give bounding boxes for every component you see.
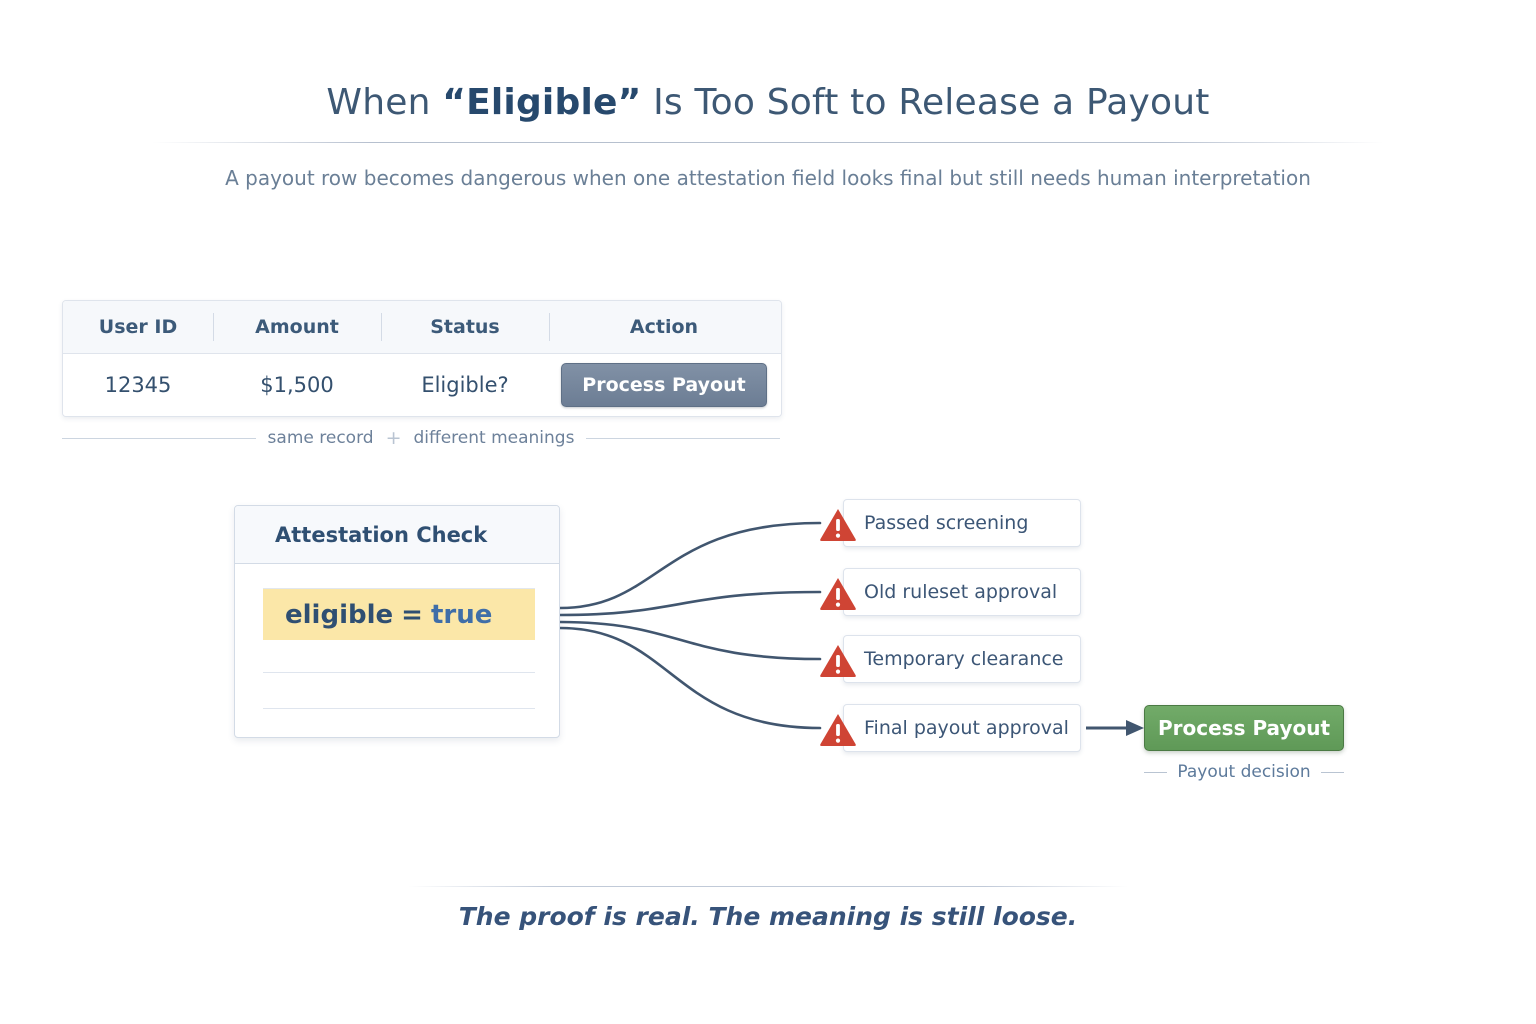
page-subtitle: A payout row becomes dangerous when one … — [225, 166, 1311, 190]
caption-label: Payout decision — [1177, 762, 1311, 782]
cell-action: Process Payout — [549, 363, 779, 407]
caption-line-left — [1144, 771, 1168, 773]
same-record-divider: same record + different meanings — [62, 425, 780, 451]
page-title: When “Eligible” Is Too Soft to Release a… — [0, 82, 1536, 123]
interpretation-chip-temporary-clearance: Temporary clearance — [820, 635, 1081, 683]
divider-line-left — [62, 437, 256, 439]
interpretation-chip-final-payout-approval: Final payout approval — [820, 704, 1081, 752]
page-title-before: When — [326, 82, 443, 123]
divider-line-right — [586, 437, 780, 439]
footer-caption: The proof is real. The meaning is still … — [458, 902, 1078, 931]
warning-triangle-icon — [820, 645, 856, 677]
caption-line-right — [1320, 771, 1345, 773]
attestation-empty-line-2 — [263, 708, 535, 709]
interpretation-chip-label: Temporary clearance — [864, 648, 1064, 670]
attestation-field-key: eligible — [285, 599, 394, 630]
divider-plus-symbol: + — [385, 427, 402, 449]
attestation-field-value: true — [430, 599, 493, 630]
warning-triangle-icon — [820, 509, 856, 541]
page-title-highlight: “Eligible” — [442, 82, 642, 123]
connector-to-interpretation-4 — [558, 626, 822, 730]
table-header-row: User ID Amount Status Action — [63, 301, 781, 354]
attestation-field-highlighted: eligible = true — [263, 588, 535, 640]
connector-to-interpretation-3 — [558, 620, 822, 661]
cell-status: Eligible? — [421, 373, 509, 397]
column-header-action: Action — [549, 301, 779, 353]
interpretation-chip-passed-screening: Passed screening — [820, 499, 1081, 547]
table-row: 12345 $1,500 Eligible? Process Payout — [63, 354, 781, 416]
connector-to-decision — [1086, 720, 1144, 736]
connector-to-interpretation-1 — [558, 521, 822, 610]
column-header-status: Status — [381, 301, 549, 353]
attestation-empty-line-1 — [263, 672, 535, 673]
cell-amount: $1,500 — [260, 373, 334, 397]
attestation-field-equals: = — [401, 599, 423, 630]
attestation-card-title: Attestation Check — [235, 506, 559, 564]
interpretation-chip-label: Passed screening — [864, 512, 1029, 534]
interpretation-chip-label: Old ruleset approval — [864, 581, 1058, 603]
title-divider — [152, 142, 1384, 143]
warning-triangle-icon — [820, 578, 856, 610]
payout-decision-caption: Payout decision — [1144, 762, 1345, 782]
divider-label-left: same record — [267, 428, 374, 448]
attestation-check-card: Attestation Check eligible = true — [234, 505, 560, 738]
connector-to-interpretation-2 — [558, 590, 822, 617]
process-payout-button[interactable]: Process Payout — [561, 363, 767, 407]
column-header-amount: Amount — [213, 301, 381, 353]
divider-label-right: different meanings — [413, 428, 575, 448]
interpretation-chip-label: Final payout approval — [864, 717, 1069, 739]
column-header-user-id: User ID — [98, 316, 178, 338]
interpretation-chip-old-ruleset-approval: Old ruleset approval — [820, 568, 1081, 616]
page-title-after: Is Too Soft to Release a Payout — [641, 82, 1210, 123]
cell-user-id: 12345 — [104, 373, 172, 397]
process-payout-decision-button[interactable]: Process Payout — [1144, 705, 1344, 751]
payout-record-table: User ID Amount Status Action 12345 $1,50… — [62, 300, 782, 417]
warning-triangle-icon — [820, 714, 856, 746]
footer-divider — [408, 886, 1128, 887]
